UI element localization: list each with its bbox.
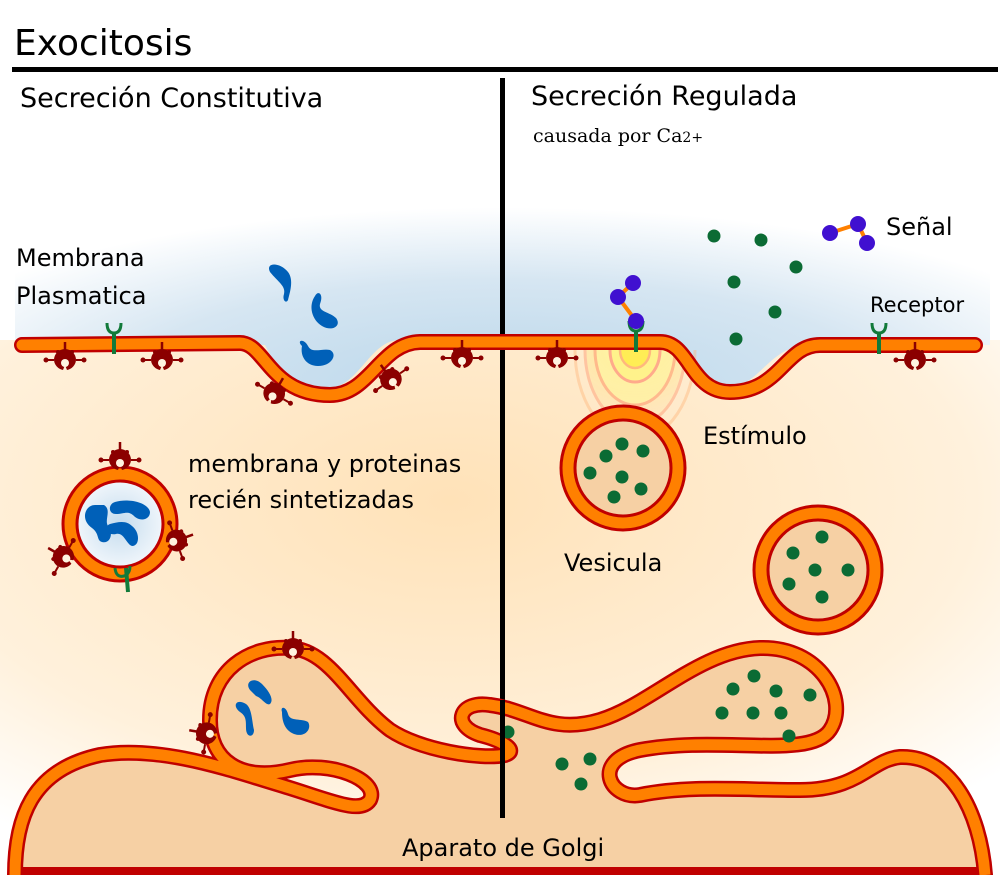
page-title: Exocitosis [14,23,193,64]
label-golgi: Aparato de Golgi [402,834,605,862]
subtitle-text: causada por Ca [533,125,683,147]
label-receptor: Receptor [870,293,965,317]
title-underline [12,67,998,72]
section-subtitle-regulated: causada por Ca2+ [533,126,703,147]
label-stimulus: Estímulo [703,422,807,450]
regulated-vesicle-docking [559,404,687,532]
section-divider-lower [500,700,505,818]
secreted-cargo [269,264,338,366]
constitutive-vesicle [36,440,202,593]
label-signal: Señal [886,213,953,241]
label-plasma-membrane-line1: Membrana [16,244,145,272]
section-heading-constitutive: Secreción Constitutiva [20,83,324,114]
regulated-vesicle [752,504,884,636]
label-plasma-membrane-line2: Plasmatica [16,282,147,310]
section-divider [500,78,505,818]
stimulus-waves [573,349,697,442]
signal-molecule-free [822,216,875,251]
secreted-green-cargo [707,229,803,346]
section-heading-regulated: Secreción Regulada [531,81,798,112]
signal-molecule-bound [610,275,644,329]
calcium-charge: 2+ [682,130,704,146]
label-new-membrane-line1: membrana y proteinas [188,450,462,478]
label-vesicle: Vesicula [564,549,663,577]
label-new-membrane-line2: recién sintetizadas [188,486,414,514]
